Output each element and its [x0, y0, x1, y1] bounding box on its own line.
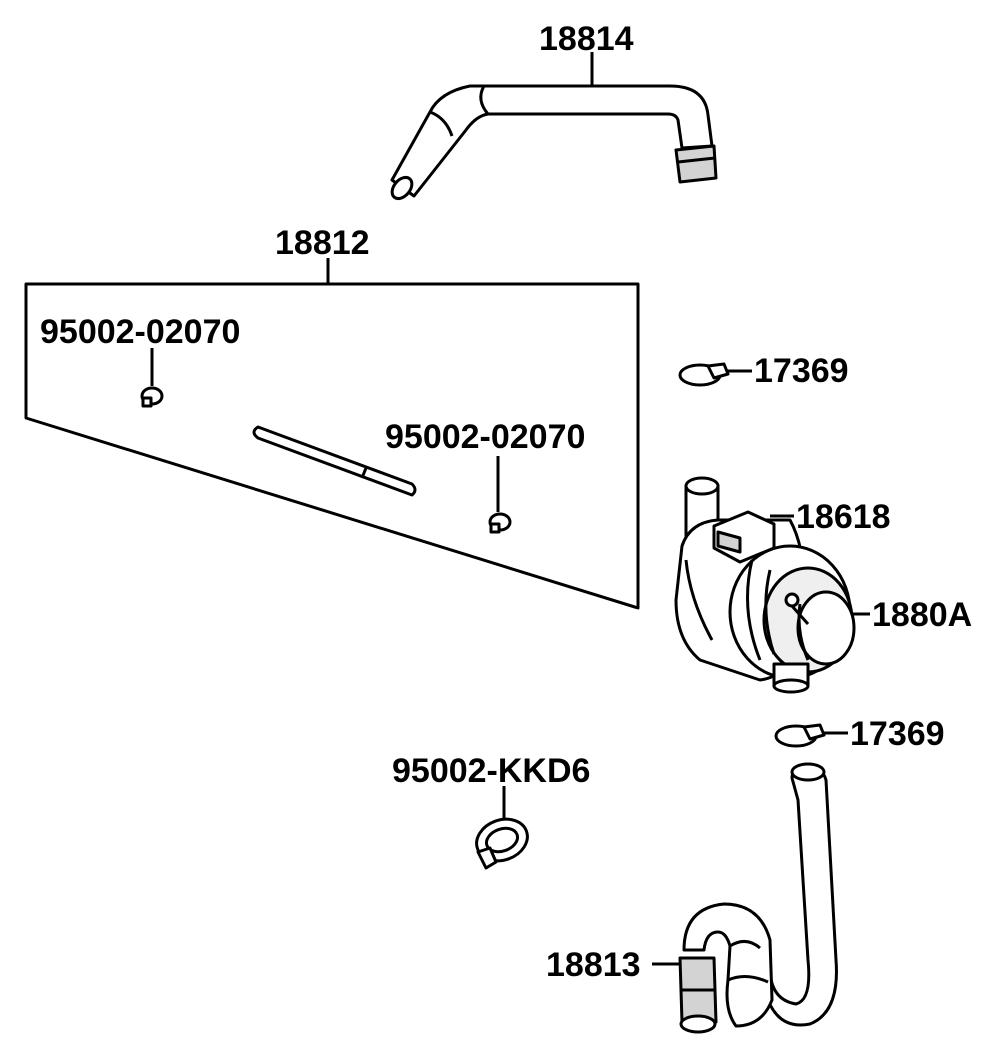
- valve-assembly-1880A: [674, 476, 856, 694]
- label-18618: 18618: [796, 498, 891, 536]
- label-17369-upper: 17369: [754, 352, 849, 390]
- hose-18813: [678, 762, 838, 1034]
- band-clamp-icon: [475, 817, 529, 870]
- kit-panel-18812: [24, 282, 640, 610]
- hose-18814: [390, 84, 718, 201]
- label-18813: 18813: [546, 946, 641, 984]
- label-18812: 18812: [275, 224, 370, 262]
- label-1880A: 1880A: [872, 596, 972, 634]
- rod-18812: [252, 425, 417, 497]
- clip-icon-left: [140, 386, 164, 408]
- label-18814: 18814: [539, 20, 634, 58]
- clamp-17369-upper: [678, 362, 730, 387]
- clamp-17369-lower: [774, 723, 826, 748]
- label-95002-KKD6: 95002-KKD6: [392, 752, 590, 790]
- label-17369-lower: 17369: [850, 715, 945, 753]
- label-95002-02070-right: 95002-02070: [385, 418, 585, 456]
- label-95002-02070-left: 95002-02070: [40, 313, 240, 351]
- clip-icon-right: [488, 512, 512, 534]
